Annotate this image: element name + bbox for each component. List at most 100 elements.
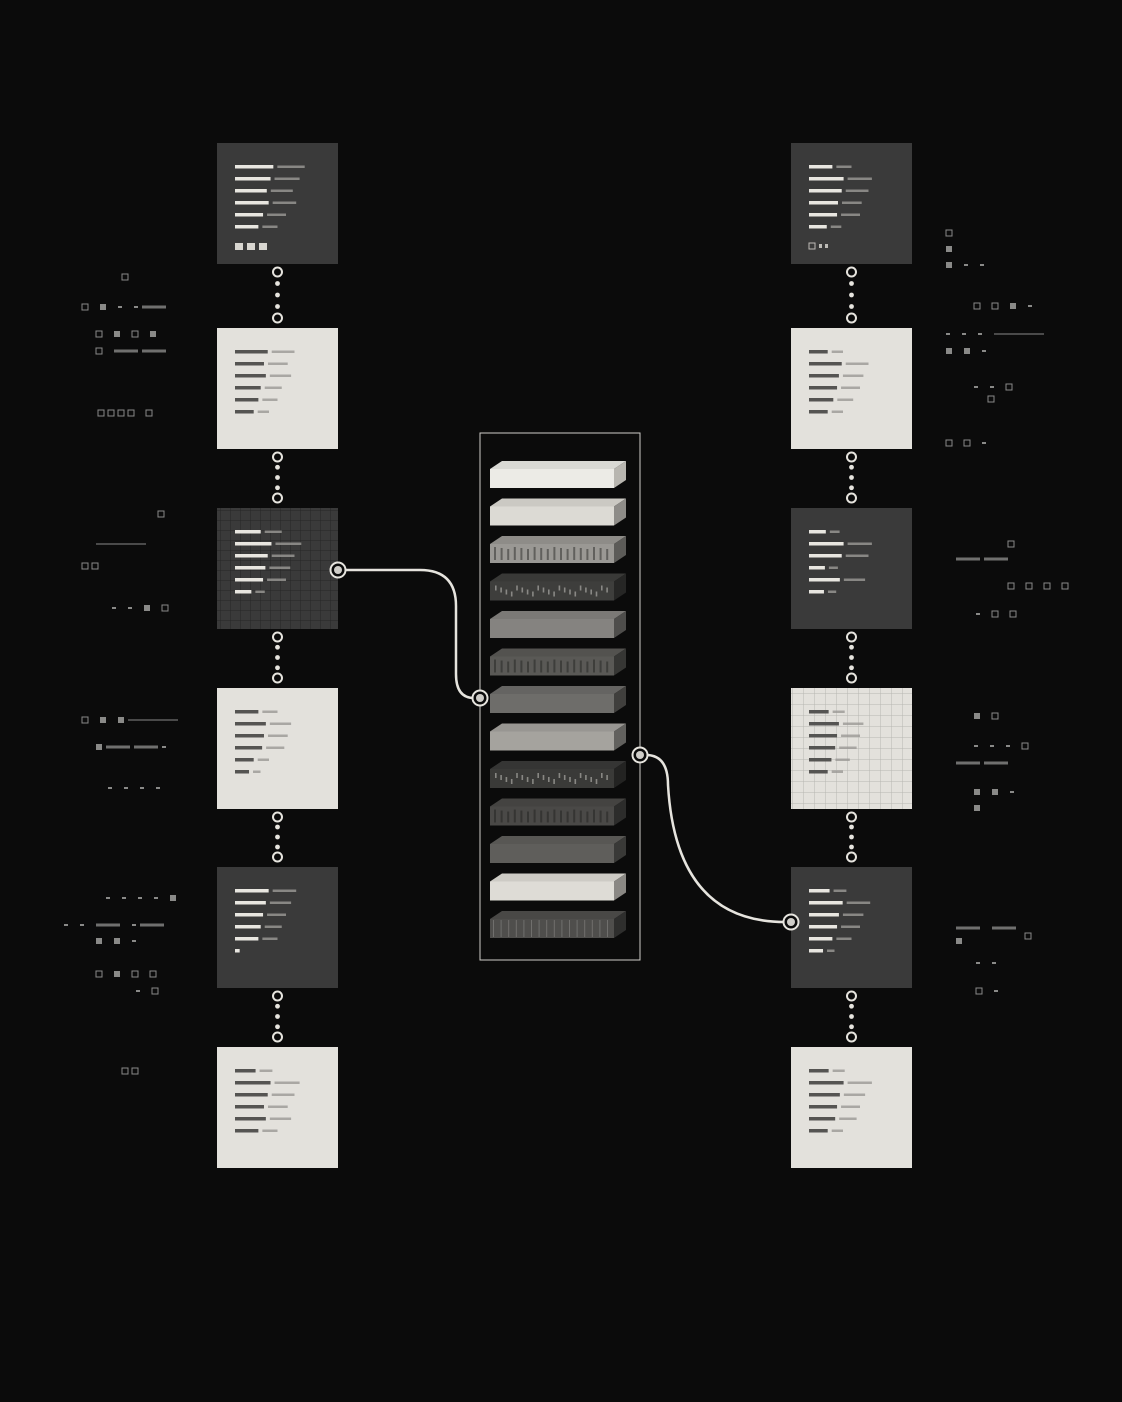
layer-texture-dot <box>542 587 545 593</box>
layer-texture-grid <box>591 920 593 937</box>
card-text-line <box>235 1093 268 1097</box>
card-text-line-secondary <box>259 1069 273 1072</box>
left-card-5 <box>217 867 338 988</box>
margin-square <box>95 970 103 978</box>
card-text-line <box>809 201 838 205</box>
stack-layer-3 <box>490 536 626 563</box>
margin-dash <box>962 333 966 335</box>
card-text-line <box>235 189 267 193</box>
chain-dot <box>849 644 854 650</box>
marginalia-14 <box>64 923 164 927</box>
marginalia-17 <box>136 987 159 995</box>
connector-port-left-card-core <box>334 566 342 574</box>
layer-texture-bar <box>553 809 556 823</box>
margin-bar <box>142 349 166 353</box>
card-text-line-secondary <box>257 758 269 761</box>
layer-side-face <box>614 461 626 488</box>
margin-filled-square <box>1010 303 1016 309</box>
layer-texture-bar <box>540 548 543 560</box>
card-text-line <box>235 1105 264 1109</box>
margin-dash <box>136 990 140 992</box>
card-text-line-secondary <box>841 201 862 204</box>
layer-side-face <box>614 911 626 938</box>
card-text-line-secondary <box>847 1081 872 1084</box>
marginalia-12 <box>108 787 160 789</box>
margin-rule <box>994 333 1044 335</box>
layer-side-face <box>614 648 626 676</box>
chain-dot <box>849 485 854 491</box>
layer-texture-bar <box>533 547 536 560</box>
margin-square <box>991 302 999 310</box>
layer-texture-bar <box>533 809 536 823</box>
chain-dot <box>849 1014 854 1019</box>
layer-texture-bar <box>520 660 523 673</box>
chain-dot <box>275 824 280 830</box>
right-card-1 <box>791 143 912 264</box>
layer-front-face <box>490 731 614 751</box>
layer-texture-grid <box>561 920 563 937</box>
layer-texture-dot <box>590 589 592 595</box>
margin-dash <box>138 897 142 899</box>
connector-left-to-stack <box>338 568 475 700</box>
chain-dot <box>849 655 854 660</box>
layer-texture-bar <box>540 660 543 673</box>
layer-texture-bar <box>527 549 529 560</box>
margin-square <box>963 439 971 447</box>
card-text-line-secondary <box>277 165 305 168</box>
card-text-line-secondary <box>274 177 300 180</box>
marginalia-39 <box>1024 932 1032 940</box>
card-text-line-secondary <box>831 350 843 353</box>
margin-dash <box>1006 745 1010 747</box>
card-text-line-secondary <box>845 189 869 192</box>
marginalia-28 <box>1007 540 1015 548</box>
card-text-line <box>235 913 264 917</box>
card-text-line <box>235 949 240 953</box>
margin-rule <box>96 543 146 545</box>
layer-texture-bar <box>560 810 562 823</box>
layer-texture-bar <box>566 549 569 560</box>
margin-bar <box>114 349 138 353</box>
layer-side-face <box>614 798 626 826</box>
layer-texture-dot <box>495 773 497 778</box>
marginalia-13 <box>106 895 176 901</box>
card-text-line <box>809 590 824 594</box>
card-text-line-secondary <box>267 213 286 216</box>
margin-filled-square <box>974 805 980 811</box>
card-text-line <box>809 746 836 750</box>
layer-texture-dot <box>500 587 502 593</box>
layer-texture-bar <box>560 660 562 673</box>
chain-dot <box>275 281 280 286</box>
chain-dot <box>275 1014 280 1019</box>
card-text-line <box>235 386 261 390</box>
marginalia-7 <box>96 543 146 545</box>
card-text-line <box>235 398 259 402</box>
card-text-line-secondary <box>270 189 293 192</box>
card-text-line-secondary <box>829 530 840 533</box>
card-footer-block <box>235 243 243 250</box>
right-chain-2 <box>846 451 857 504</box>
margin-dash <box>974 386 978 388</box>
card-text-line <box>235 225 259 229</box>
layer-texture-bar <box>494 809 496 823</box>
margin-dash <box>990 386 994 388</box>
margin-dash <box>980 264 984 266</box>
card-text-line <box>235 566 266 570</box>
chain-dot <box>849 304 854 309</box>
margin-square <box>97 409 105 417</box>
card-text-line-secondary <box>842 374 864 377</box>
card-text-line <box>809 177 844 181</box>
layer-texture-bar <box>579 810 582 823</box>
layer-texture-grid <box>576 920 578 937</box>
layer-texture-bar <box>566 811 569 823</box>
left-chain-5 <box>272 990 283 1043</box>
margin-square <box>107 409 115 417</box>
card-text-line <box>809 165 833 169</box>
card-text-line-secondary <box>831 410 843 413</box>
chain-ring <box>846 631 857 643</box>
layer-texture-bar <box>494 659 496 673</box>
chain-ring <box>846 312 857 324</box>
layer-front-face <box>490 769 614 788</box>
layer-texture-dot <box>532 779 534 784</box>
layer-texture-bar <box>500 660 503 673</box>
layer-side-face <box>614 498 626 526</box>
